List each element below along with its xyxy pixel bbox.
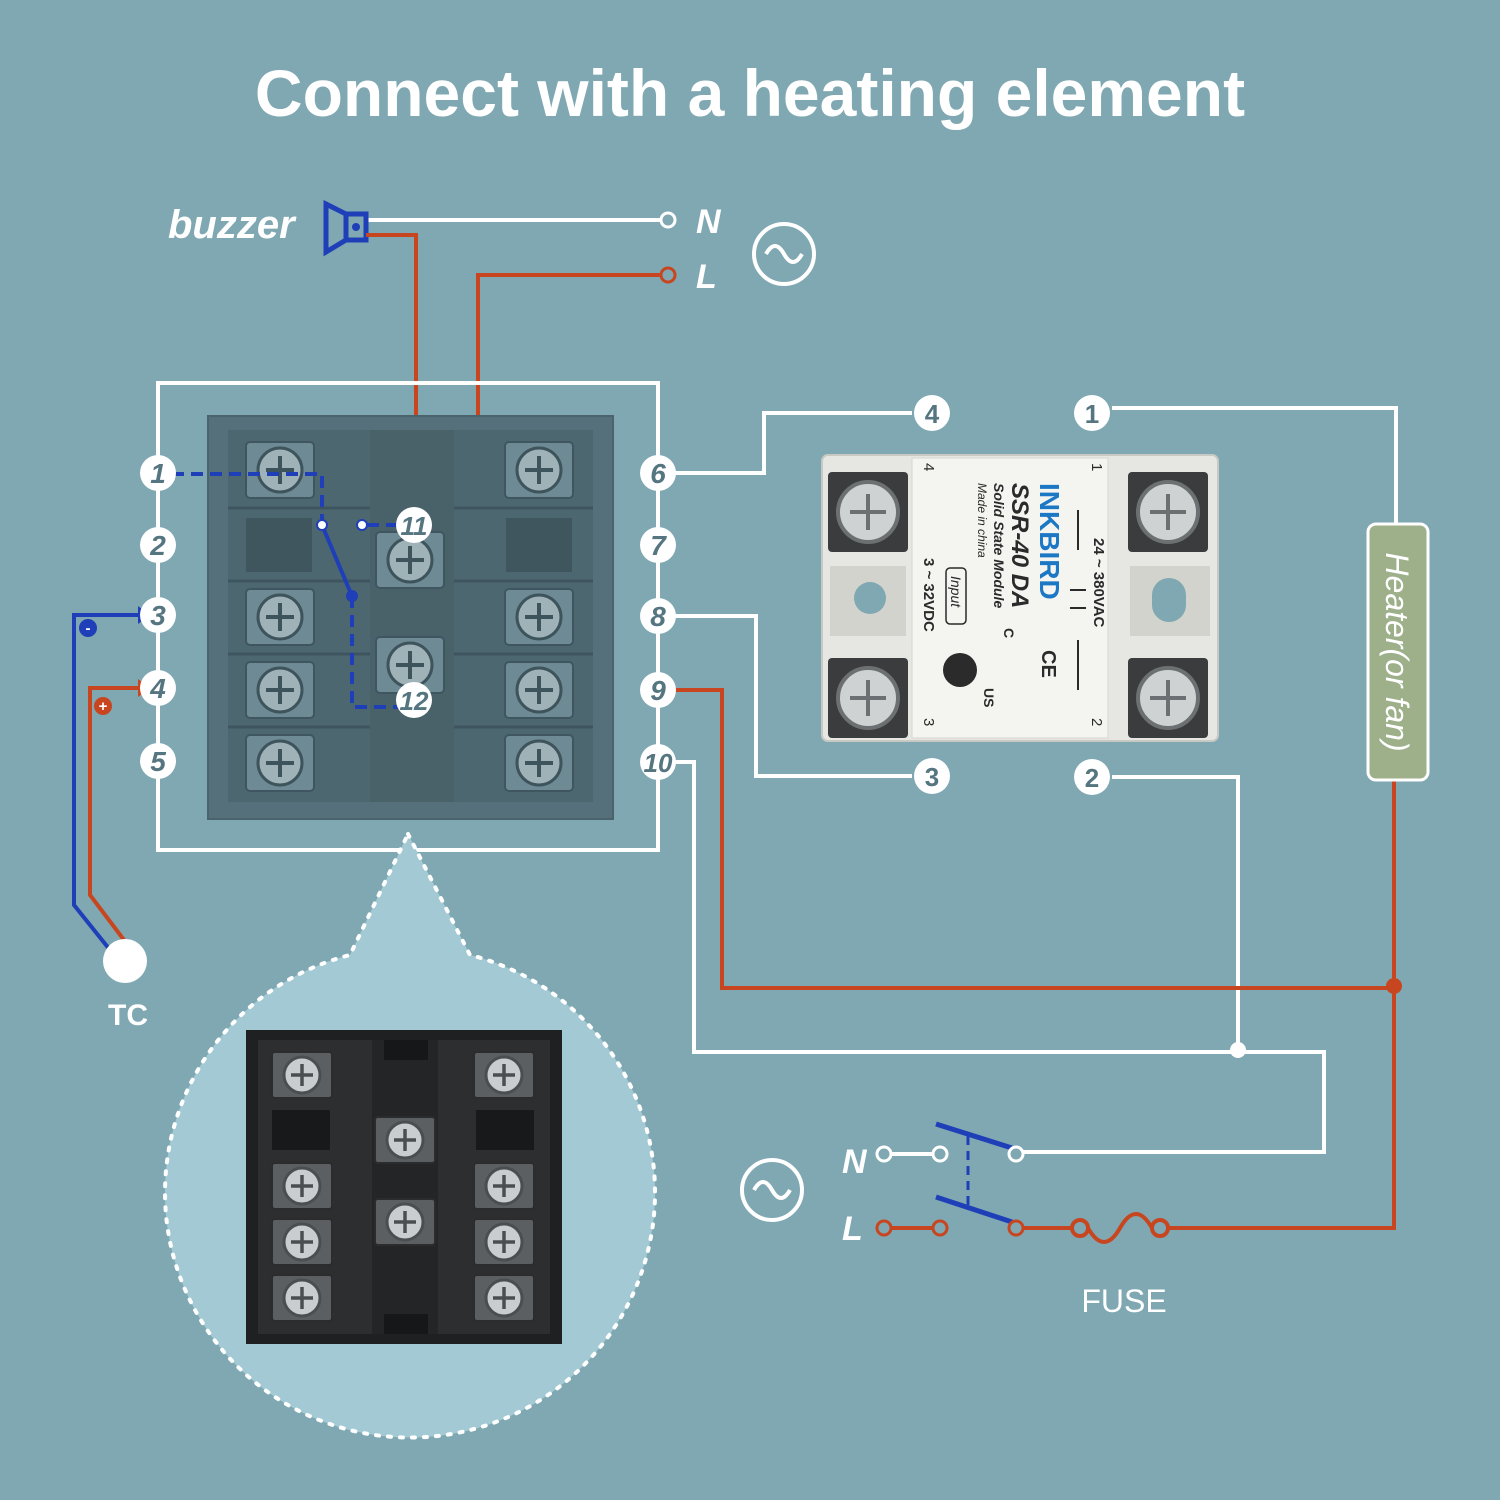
- ssr-subtitle: Solid State Module: [991, 483, 1007, 608]
- terminal-8: 8: [650, 601, 666, 632]
- supply-top: N L: [368, 203, 816, 296]
- supply-bottom: N L FUSE: [740, 1121, 1170, 1319]
- ac-source-icon-bottom: [740, 1158, 804, 1222]
- wire-heater-to-fuse: [1168, 780, 1396, 1230]
- fuse-label: FUSE: [1081, 1283, 1166, 1319]
- wire-10-to-neutral: [672, 760, 1326, 1154]
- ssr-callout-1: 1: [1085, 399, 1099, 429]
- ssr-mark-3: 3: [920, 718, 937, 726]
- heater-label: Heater(or fan): [1379, 552, 1415, 751]
- wire-ssr2-to-neutral: [1112, 775, 1240, 1050]
- terminal-2: 2: [149, 530, 166, 561]
- ssr-mark-1: 1: [1088, 463, 1105, 471]
- heater: Heater(or fan): [1366, 522, 1430, 782]
- wire-9-to-live: [672, 688, 1396, 990]
- thermocouple-label: TC: [108, 999, 148, 1032]
- ssr-callout-2: 2: [1085, 763, 1099, 793]
- terminal-9: 9: [650, 675, 666, 706]
- ssr-cert-ce: CE: [1037, 650, 1059, 678]
- buzzer-label: buzzer: [168, 203, 297, 247]
- polarity-positive-label: +: [99, 698, 108, 715]
- junction-live: [1386, 978, 1402, 994]
- ac-source-icon: [752, 222, 816, 286]
- neutral-terminal-top: [659, 211, 677, 229]
- wire-6-to-ssr4: [672, 411, 912, 475]
- terminal-11: 11: [401, 511, 428, 541]
- thermocouple-probe-icon: [103, 939, 147, 983]
- ssr-mark-2: 2: [1088, 718, 1105, 726]
- relay-terminals: 11 12: [396, 507, 432, 718]
- fuse-icon: [1070, 1212, 1170, 1244]
- ssr-callouts: 4 1 3 2: [914, 395, 1110, 795]
- ssr-input-label: Input: [948, 576, 964, 608]
- ssr-callout-3: 3: [925, 762, 939, 792]
- ssr-model: SSR-40 DA: [1006, 483, 1033, 608]
- double-pole-switch: [935, 1121, 1025, 1237]
- ssr-indicator-led: [943, 653, 977, 687]
- polarity-positive-icon: [94, 697, 112, 715]
- terminal-3: 3: [150, 600, 166, 631]
- terminal-5: 5: [150, 746, 166, 777]
- neutral-label-top: N: [696, 203, 722, 241]
- polarity-negative-label: -: [86, 620, 91, 637]
- terminal-1: 1: [150, 458, 166, 489]
- terminal-12: 12: [400, 686, 429, 716]
- terminal-4: 4: [149, 673, 166, 704]
- neutral-label-bottom: N: [842, 1143, 868, 1181]
- ssr-cert-c: C: [1001, 628, 1017, 638]
- ssr-module: INKBIRD SSR-40 DA Solid State Module Mad…: [821, 454, 1219, 742]
- terminal-10: 10: [644, 748, 673, 778]
- terminal-closeup-bubble: [163, 829, 657, 1440]
- wire-8-to-ssr3: [672, 614, 912, 778]
- terminal-block-panel: [207, 415, 614, 820]
- wire-ssr1-to-heater: [1112, 406, 1398, 526]
- ssr-dc-rating: 3 ~ 32VDC: [920, 558, 937, 632]
- live-terminal-top: [659, 266, 677, 284]
- junction-neutral: [1230, 1042, 1246, 1058]
- buzzer: buzzer: [168, 199, 369, 257]
- terminal-6: 6: [650, 458, 666, 489]
- ssr-cert-us: US: [981, 688, 997, 707]
- ssr-callout-4: 4: [925, 399, 940, 429]
- polarity-negative-icon: [79, 619, 97, 637]
- ssr-mark-4: 4: [920, 463, 937, 471]
- buzzer-icon: [323, 199, 369, 257]
- terminal-7: 7: [650, 530, 667, 561]
- thermocouple: - + TC: [72, 606, 150, 1032]
- live-label-top: L: [696, 258, 717, 296]
- ssr-brand: INKBIRD: [1034, 483, 1065, 600]
- controller-left-terminals: 1 2 3 4 5: [140, 455, 176, 779]
- controller-right-terminals: 6 7 8 9 10: [640, 455, 676, 780]
- ssr-origin: Made in china: [975, 483, 989, 558]
- live-label-bottom: L: [842, 1210, 863, 1248]
- relay-contact: [172, 472, 400, 709]
- page-title: Connect with a heating element: [255, 56, 1245, 130]
- ssr-ac-rating: 24 ~ 380VAC: [1090, 538, 1107, 628]
